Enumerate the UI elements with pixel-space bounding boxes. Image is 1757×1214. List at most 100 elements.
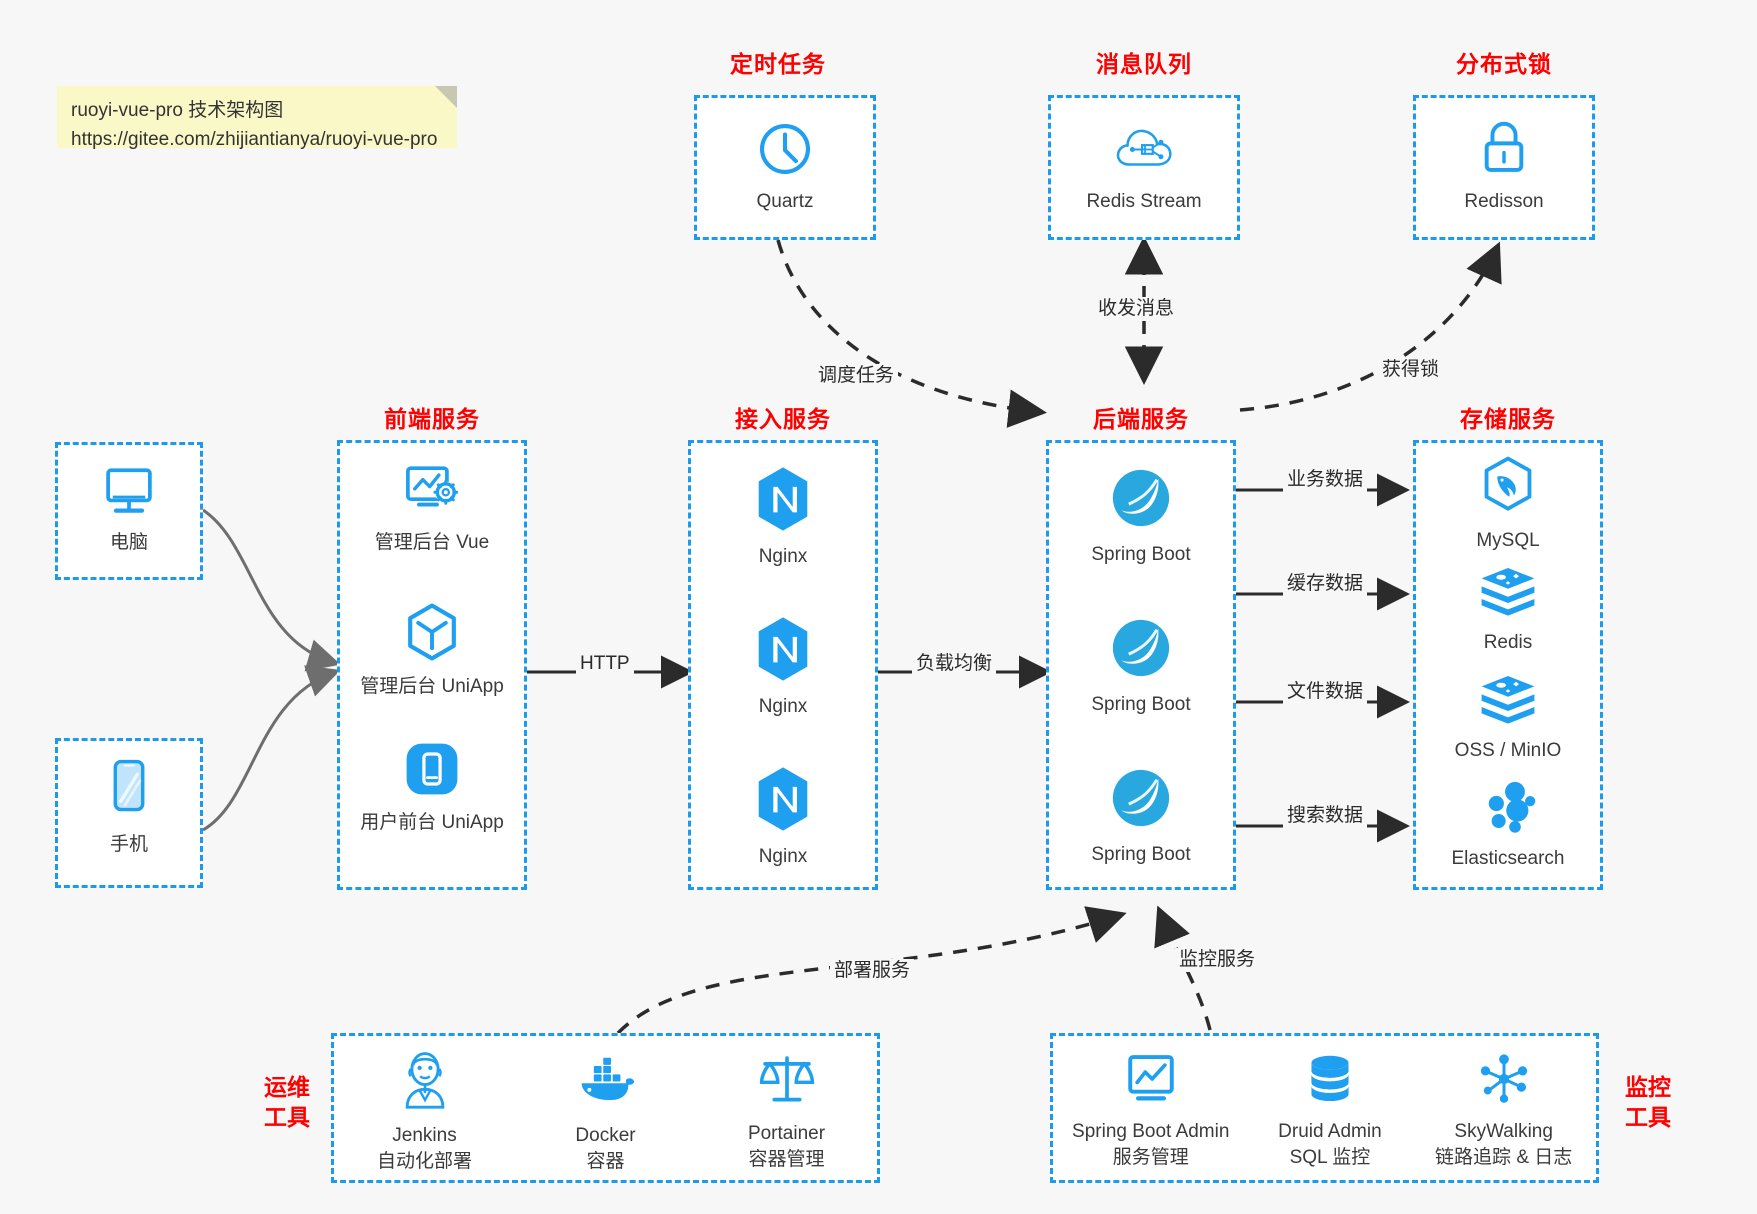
node-admin-vue[interactable]: 管理后台 Vue <box>340 461 524 556</box>
monitoring-title-line1: 监控 <box>1625 1074 1671 1100</box>
node-quartz[interactable]: Quartz <box>697 120 873 215</box>
desktop-monitor-icon <box>98 461 160 524</box>
group-title-distributed-lock: 分布式锁 <box>1456 51 1552 77</box>
edge-label-load-balance: 负载均衡 <box>912 652 997 676</box>
node-sublabel: 链路追踪 & 日志 <box>1435 1147 1573 1168</box>
group-title-gateway: 接入服务 <box>735 406 831 432</box>
node-label: Spring Boot Admin <box>1072 1121 1230 1142</box>
devops-title-line2: 工具 <box>264 1104 310 1130</box>
group-title-monitoring: 监控 工具 <box>1613 1072 1683 1132</box>
note-fold-corner <box>435 86 457 108</box>
node-nginx-2[interactable]: Nginx <box>691 615 875 720</box>
app-phone-icon <box>402 739 462 804</box>
node-druid-admin[interactable]: Druid Admin SQL 监控 <box>1248 1050 1411 1171</box>
node-label: OSS / MinIO <box>1454 740 1562 761</box>
node-label: Druid Admin <box>1278 1121 1382 1142</box>
edge-label-http: HTTP <box>576 652 634 676</box>
docker-whale-icon <box>575 1050 637 1117</box>
node-spring-boot-2[interactable]: Spring Boot <box>1049 615 1233 718</box>
mysql-dolphin-icon <box>1479 455 1537 522</box>
node-label: Portainer <box>747 1123 826 1144</box>
node-sublabel: 服务管理 <box>1112 1147 1189 1168</box>
node-label: 用户前台 UniApp <box>360 812 504 833</box>
edge-label-monitor-service: 监控服务 <box>1175 948 1260 972</box>
group-title-frontend: 前端服务 <box>384 406 480 432</box>
node-label: Nginx <box>758 846 808 867</box>
devops-title-line1: 运维 <box>264 1074 310 1100</box>
cloud-network-icon <box>1113 120 1175 183</box>
node-label: SkyWalking <box>1454 1121 1553 1142</box>
group-title-storage: 存储服务 <box>1460 406 1556 432</box>
node-spring-boot-admin[interactable]: Spring Boot Admin 服务管理 <box>1053 1050 1248 1171</box>
node-sublabel: 容器 <box>586 1151 625 1172</box>
edge-label-deploy-service: 部署服务 <box>830 959 915 983</box>
node-desktop[interactable]: 电脑 <box>58 461 200 556</box>
group-storage[interactable]: MySQL Redis <box>1413 440 1603 890</box>
sticky-note: ruoyi-vue-pro 技术架构图 https://gitee.com/zh… <box>57 86 457 150</box>
node-mobile[interactable]: 手机 <box>58 757 200 858</box>
edge-label-file-data: 文件数据 <box>1283 680 1368 704</box>
node-redis[interactable]: Redis <box>1416 563 1600 656</box>
edge-label-search-data: 搜索数据 <box>1283 804 1368 828</box>
node-user-uniapp[interactable]: 用户前台 UniApp <box>340 739 524 836</box>
node-docker[interactable]: Docker 容器 <box>516 1050 695 1175</box>
edge-label-cache-data: 缓存数据 <box>1283 572 1368 596</box>
group-message-queue[interactable]: Redis Stream <box>1048 95 1240 240</box>
node-sublabel: SQL 监控 <box>1289 1147 1371 1168</box>
node-portainer[interactable]: Portainer 容器管理 <box>697 1050 876 1173</box>
group-gateway[interactable]: Nginx Nginx Nginx <box>688 440 878 890</box>
node-spring-boot-1[interactable]: Spring Boot <box>1049 465 1233 568</box>
group-scheduler[interactable]: Quartz <box>694 95 876 240</box>
node-label: Quartz <box>756 191 814 212</box>
node-skywalking[interactable]: SkyWalking 链路追踪 & 日志 <box>1411 1050 1596 1171</box>
dashboard-gear-icon <box>401 461 463 524</box>
node-jenkins[interactable]: Jenkins 自动化部署 <box>335 1050 514 1175</box>
nginx-icon <box>752 615 814 688</box>
group-title-backend: 后端服务 <box>1093 406 1189 432</box>
node-nginx-1[interactable]: Nginx <box>691 465 875 570</box>
node-redisson[interactable]: Redisson <box>1416 118 1592 215</box>
group-client-desktop[interactable]: 电脑 <box>55 442 203 580</box>
node-label: 电脑 <box>109 532 148 553</box>
mobile-phone-icon <box>103 757 155 826</box>
group-devops[interactable]: Jenkins 自动化部署 <box>331 1033 880 1183</box>
node-mysql[interactable]: MySQL <box>1416 455 1600 554</box>
node-label: 管理后台 Vue <box>374 532 490 553</box>
group-title-scheduler: 定时任务 <box>730 51 826 77</box>
node-label: Redisson <box>1464 191 1544 212</box>
node-label: 手机 <box>109 834 148 855</box>
group-backend[interactable]: Spring Boot Spring Boot Spring Boot <box>1046 440 1236 890</box>
spring-boot-icon <box>1108 465 1174 536</box>
monitoring-title-line2: 工具 <box>1625 1104 1671 1130</box>
note-line-title: ruoyi-vue-pro 技术架构图 <box>71 100 284 121</box>
node-oss-minio[interactable]: OSS / MinIO <box>1416 671 1600 764</box>
node-label: Docker <box>575 1125 636 1146</box>
group-frontend[interactable]: 管理后台 Vue 管理后台 UniApp 用户前台 <box>337 440 527 890</box>
lock-icon <box>1475 118 1533 183</box>
scales-icon <box>757 1050 817 1115</box>
edge-label-schedule-task: 调度任务 <box>814 364 899 388</box>
monitor-chart-icon <box>1121 1050 1181 1113</box>
group-client-mobile[interactable]: 手机 <box>55 738 203 888</box>
node-sublabel: 自动化部署 <box>376 1151 472 1172</box>
node-spring-boot-3[interactable]: Spring Boot <box>1049 765 1233 868</box>
redis-stack-icon <box>1477 563 1539 624</box>
spring-boot-icon <box>1108 615 1174 686</box>
node-nginx-3[interactable]: Nginx <box>691 765 875 870</box>
network-nodes-icon <box>1475 1050 1533 1113</box>
group-monitoring[interactable]: Spring Boot Admin 服务管理 Druid Admin <box>1050 1033 1599 1183</box>
node-label: 管理后台 UniApp <box>360 676 504 697</box>
node-label: MySQL <box>1476 530 1540 551</box>
object-storage-icon <box>1477 671 1539 732</box>
group-title-devops: 运维 工具 <box>252 1072 322 1132</box>
node-label: Nginx <box>758 546 808 567</box>
node-redis-stream[interactable]: Redis Stream <box>1051 120 1237 215</box>
node-elasticsearch[interactable]: Elasticsearch <box>1416 779 1600 872</box>
nginx-icon <box>752 765 814 838</box>
jenkins-butler-icon <box>397 1050 453 1117</box>
edge-label-business-data: 业务数据 <box>1283 468 1368 492</box>
group-distributed-lock[interactable]: Redisson <box>1413 95 1595 240</box>
node-admin-uniapp[interactable]: 管理后台 UniApp <box>340 601 524 700</box>
elasticsearch-icon <box>1478 779 1538 840</box>
